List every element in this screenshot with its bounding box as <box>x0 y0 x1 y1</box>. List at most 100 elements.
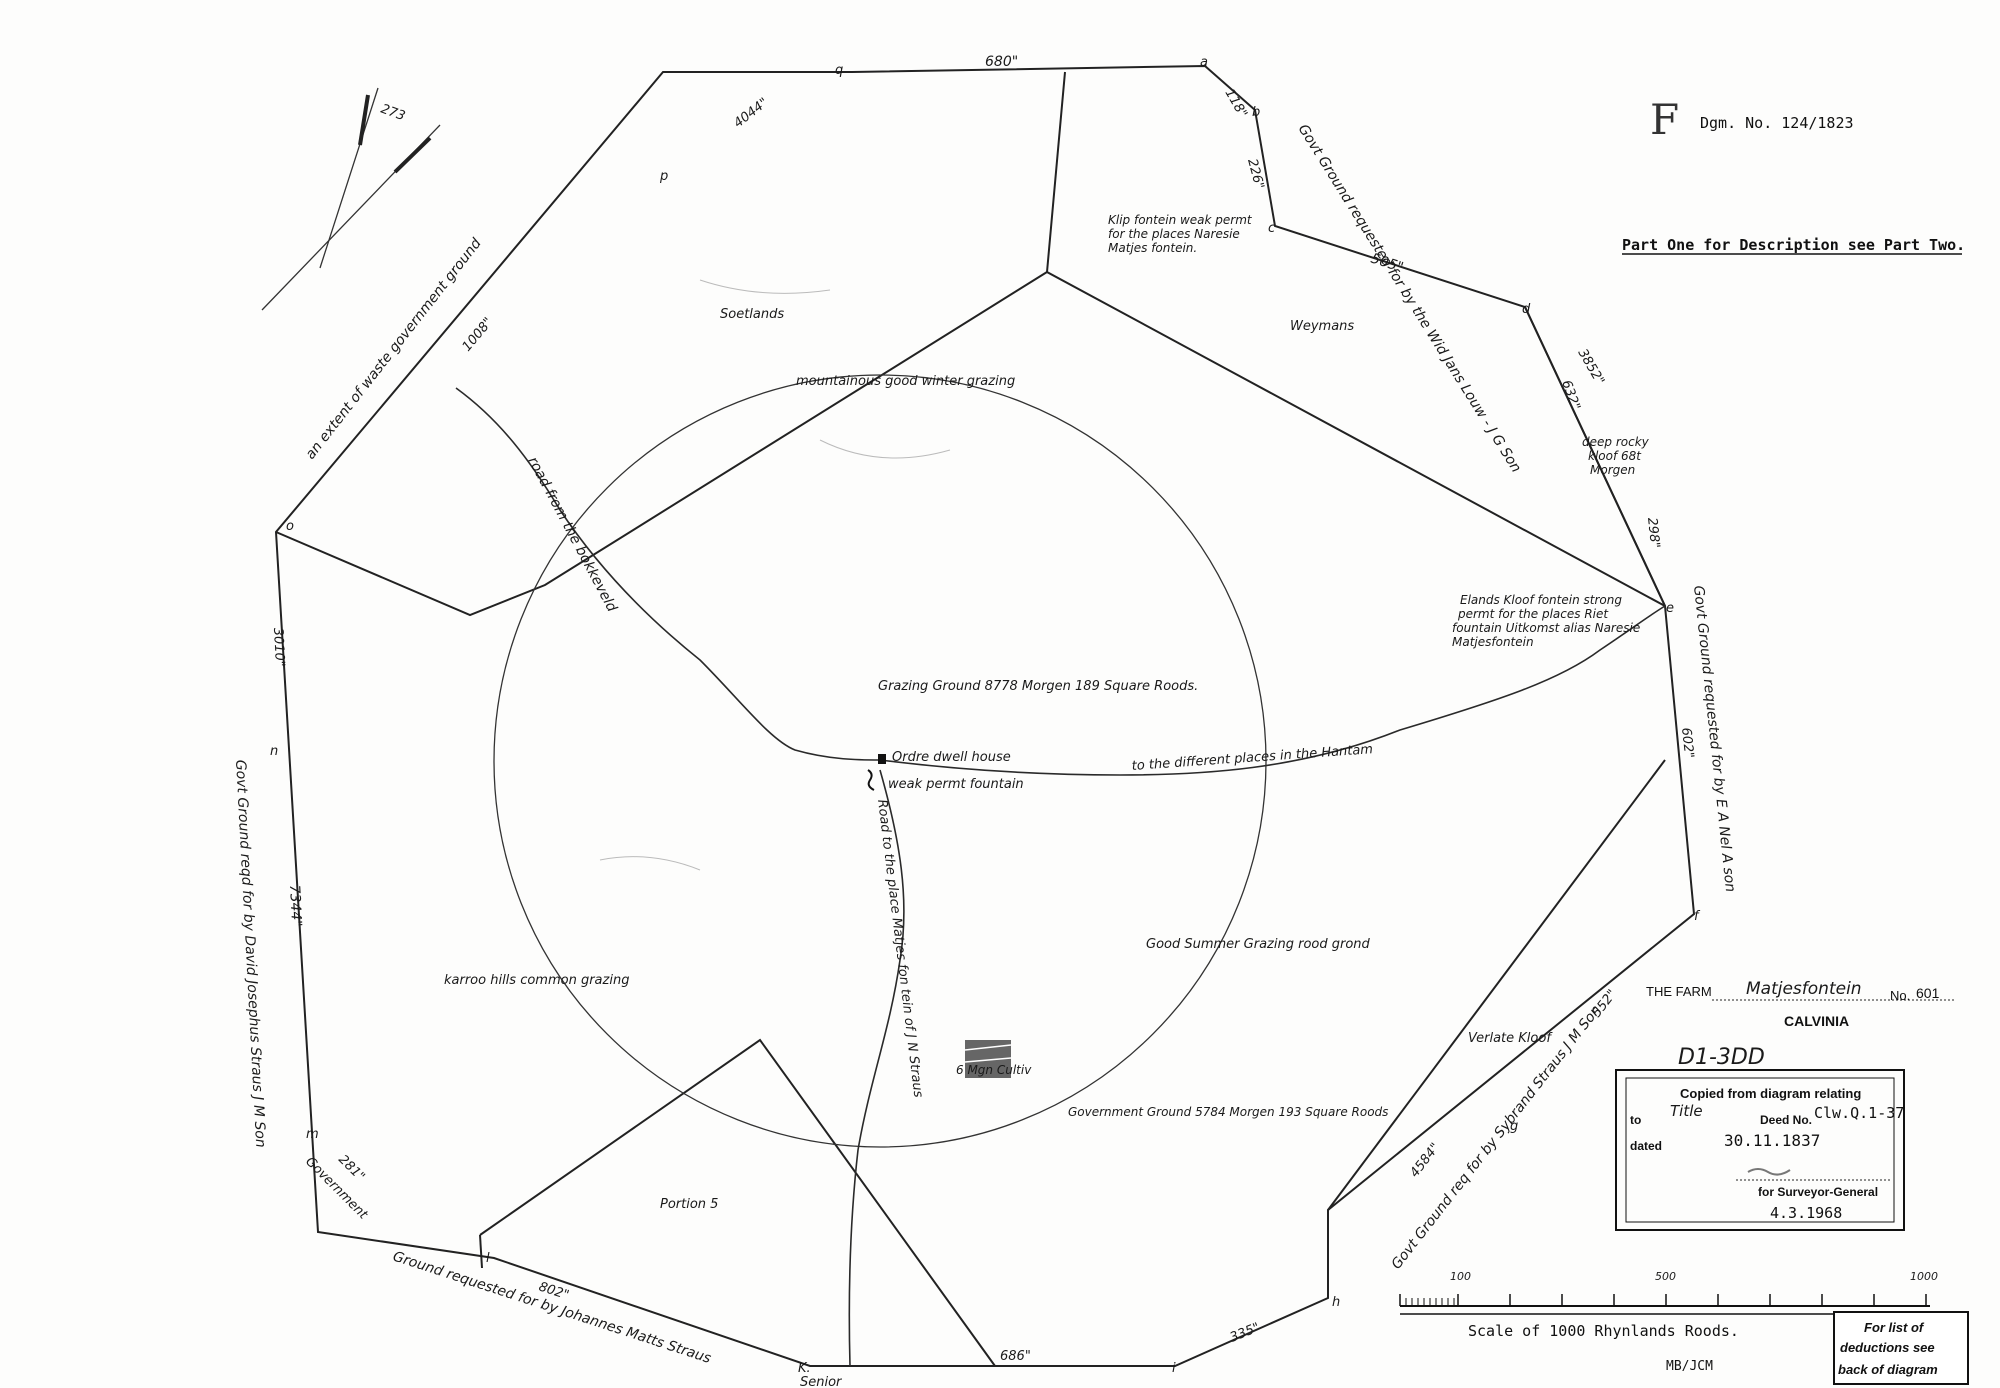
length-d-e: 3852" <box>1575 347 1608 388</box>
length-i-k: 686" <box>1000 1349 1031 1364</box>
beacon-o: o <box>286 519 294 534</box>
government-ground-label: Government Ground 5784 Morgen 193 Square… <box>1068 1105 1388 1119</box>
beacon-e: e <box>1666 601 1674 616</box>
neighbour-south-tail: Senior <box>800 1375 843 1388</box>
length-e: 298" <box>1644 517 1662 549</box>
stamp-to-label: to <box>1630 1113 1641 1127</box>
stamp-signature-icon <box>1747 1168 1791 1176</box>
elands-line3: fountain Uitkomst alias Naresie <box>1452 621 1640 635</box>
division-line-southeast <box>1327 759 1666 1211</box>
diagram-number: Dgm. No. 124/1823 <box>1700 114 1854 132</box>
division-line-west <box>275 271 1048 617</box>
farm-name: Matjesfontein <box>1746 979 1862 999</box>
stamp-deed-value: Clw.Q.1-37 <box>1814 1104 1904 1122</box>
faint-mark <box>599 856 701 871</box>
stamp-to-value: Title <box>1670 1102 1703 1120</box>
karroo-label: karroo hills common grazing <box>444 973 629 988</box>
fountain-label: weak permt fountain <box>888 777 1024 792</box>
stamp-deed-label: Deed No. <box>1760 1113 1812 1127</box>
stamp-dated-label: dated <box>1630 1139 1662 1153</box>
part-note: Part One for Description see Part Two. <box>1622 236 1965 254</box>
deductions-line1: For list of <box>1864 1320 1925 1335</box>
length-p-q: 4044" <box>731 95 771 131</box>
beacon-c: c <box>1268 221 1275 236</box>
deep-rocky-line2: kloof 68t <box>1588 449 1642 463</box>
road-matjes-label: Road to the place Matjes fon tein of J N… <box>874 799 925 1099</box>
deep-rocky-line1: deep rocky <box>1582 435 1650 449</box>
stamp-dated-value: 30.11.1837 <box>1724 1131 1820 1150</box>
neighbour-west: Govt Ground reqd for by David Josephus S… <box>232 759 268 1148</box>
length-q-a: 680" <box>985 54 1018 70</box>
scale-bar: 100 500 1000 <box>1399 1270 1938 1315</box>
beacon-p: p <box>659 169 668 184</box>
cultivation-hatch-icon <box>964 1040 1012 1078</box>
beacon-n: n <box>270 744 278 759</box>
beacon-m: m <box>306 1127 319 1142</box>
beacon-f: f <box>1694 909 1701 924</box>
beacon-d: d <box>1522 302 1531 317</box>
stamp-signature-date: 4.3.1968 <box>1770 1204 1842 1222</box>
klip-fontein-line1: Klip fontein weak permt <box>1108 213 1253 227</box>
neighbour-north-west: an extent of waste government ground <box>303 235 485 462</box>
scale-tick-500: 500 <box>1655 1270 1676 1283</box>
kloof-line <box>1524 306 1666 607</box>
length-m-n: 7344" <box>286 884 304 927</box>
deductions-line3: back of diagram <box>1838 1362 1938 1377</box>
neighbour-north-east: Govt Ground requested for by the Wid Jan… <box>1295 122 1524 476</box>
neighbour-east: Govt Ground requested for by E A Nel A s… <box>1690 585 1738 893</box>
elands-line2: permt for the places Riet <box>1457 607 1609 621</box>
portion5-boundary <box>479 1038 996 1367</box>
grazing-ground-label: Grazing Ground 8778 Morgen 189 Square Ro… <box>878 679 1198 694</box>
road-matjes <box>848 769 905 1367</box>
length-a-b: 118" <box>1222 87 1250 121</box>
farm-number-label: No. <box>1890 988 1910 1003</box>
faint-mark <box>819 439 951 459</box>
cultivation-label: 6 Mgn Cultiv <box>956 1063 1032 1077</box>
neighbour-south: Ground requested for by Johannes Matts S… <box>391 1249 713 1367</box>
farm-district: CALVINIA <box>1784 1013 1849 1029</box>
diagram-letter: F <box>1650 95 1679 144</box>
farm-boundary <box>274 64 1696 1367</box>
stamp-signature-label: for Surveyor-General <box>1758 1185 1878 1199</box>
klip-fontein-line3: Matjes fontein. <box>1108 241 1197 255</box>
length-e-f: 602" <box>1678 727 1696 759</box>
area-weymans: Weymans <box>1290 319 1354 334</box>
north-bearing: 273 <box>379 102 407 125</box>
copied-stamp: Copied from diagram relating to Title De… <box>1615 1069 1905 1231</box>
scale-tick-100: 100 <box>1450 1270 1471 1283</box>
length-h-i: 335" <box>1228 1320 1262 1345</box>
farm-label: THE FARM <box>1646 984 1712 999</box>
beacon-i: i <box>1172 1361 1176 1376</box>
beacon-l: l <box>486 1251 490 1266</box>
deep-rocky-line3: Morgen <box>1590 463 1635 477</box>
road-bokkeveld <box>455 387 881 761</box>
length-o-p: 1008" <box>460 315 497 355</box>
klip-fontein-line2: for the places Naresie <box>1108 227 1240 241</box>
good-summer-label: Good Summer Grazing rood grond <box>1146 937 1371 952</box>
length-g-h: 4584" <box>1407 1140 1443 1180</box>
portion5-label: Portion 5 <box>660 1197 718 1212</box>
verlate-kloof-label: Verlate Kloof <box>1468 1031 1553 1046</box>
north-arrow-icon: 273 <box>261 87 441 311</box>
length-n-o: 3010" <box>270 627 287 667</box>
deductions-line2: deductions see <box>1840 1340 1935 1355</box>
elands-line1: Elands Kloof fontein strong <box>1460 593 1622 607</box>
road-bokkeveld-label: road from the bokkeveld <box>524 454 619 614</box>
farm-number: 601 <box>1916 985 1940 1001</box>
house-icon <box>878 754 886 764</box>
initials: MB/JCM <box>1666 1359 1713 1374</box>
scale-tick-1000: 1000 <box>1910 1270 1938 1283</box>
beacon-a: a <box>1200 55 1208 70</box>
hantam-label: to the different places in the Hantam <box>1131 742 1373 774</box>
beacon-g: g <box>1510 1119 1518 1134</box>
fountain-icon <box>867 769 875 791</box>
beacon-h: h <box>1332 1295 1340 1310</box>
faint-mark <box>699 279 831 294</box>
deductions-box: For list of deductions see back of diagr… <box>1833 1311 1969 1385</box>
area-soetlands: Soetlands <box>720 307 784 322</box>
neighbour-south-west: Government <box>302 1154 371 1223</box>
length-d-e-inner: 632" <box>1558 378 1583 412</box>
road-hantam <box>879 605 1666 776</box>
